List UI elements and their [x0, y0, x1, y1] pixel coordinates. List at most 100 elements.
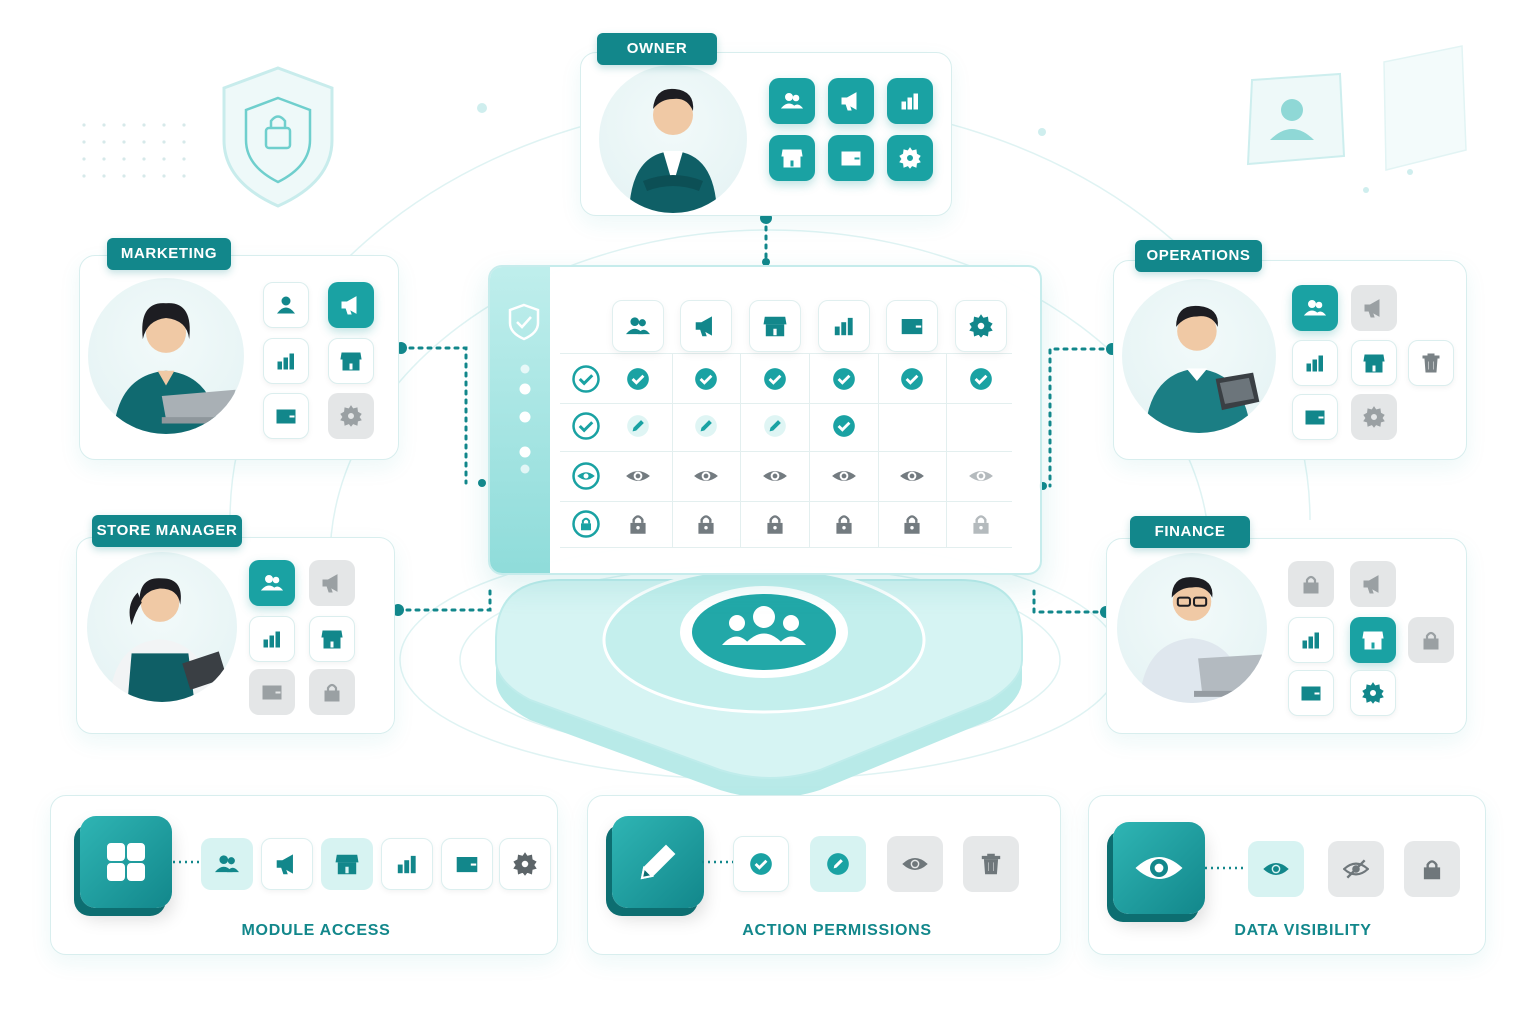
data-visibility-connector — [1205, 866, 1247, 870]
matrix-cell-lock-icon[interactable] — [757, 506, 793, 542]
matrix-cell-edit-icon[interactable] — [757, 408, 793, 444]
marketing-avatar — [88, 278, 244, 434]
finance-lock-icon[interactable] — [1288, 561, 1334, 607]
finance-wallet-icon[interactable] — [1288, 670, 1334, 716]
matrix-cell-view-icon[interactable] — [826, 458, 862, 494]
legend-users-icon[interactable] — [201, 838, 253, 890]
matrix-row-divider — [560, 451, 1012, 452]
matrix-cell-lock-icon[interactable] — [894, 506, 930, 542]
finance-avatar — [1117, 553, 1267, 703]
matrix-cell-view-icon[interactable] — [688, 458, 724, 494]
finance-bar-chart-icon[interactable] — [1288, 617, 1334, 663]
matrix-cell-check-icon[interactable] — [620, 361, 656, 397]
marketing-gear-icon[interactable] — [328, 393, 374, 439]
matrix-cell-edit-icon[interactable] — [620, 408, 656, 444]
matrix-cell-view-icon[interactable] — [894, 458, 930, 494]
legend-megaphone-icon[interactable] — [261, 838, 313, 890]
owner-megaphone-icon[interactable] — [828, 78, 874, 124]
central-platform — [495, 566, 1023, 798]
operations-megaphone-icon[interactable] — [1351, 285, 1397, 331]
store-manager-store-icon[interactable] — [309, 616, 355, 662]
store-manager-wallet-icon[interactable] — [249, 669, 295, 715]
legend-store-icon[interactable] — [321, 838, 373, 890]
marketing-card: MARKETING — [79, 238, 399, 460]
owner-card: OWNER — [580, 33, 952, 216]
operations-trash-icon[interactable] — [1408, 340, 1454, 386]
legend-bar-chart-icon[interactable] — [381, 838, 433, 890]
matrix-row-check-circle-icon — [568, 361, 604, 397]
owner-store-icon[interactable] — [769, 135, 815, 181]
matrix-cell-lock-icon[interactable] — [688, 506, 724, 542]
marketing-user-icon[interactable] — [263, 282, 309, 328]
legend-gear-icon[interactable] — [499, 838, 551, 890]
matrix-header-megaphone-icon[interactable] — [680, 300, 732, 352]
module-access-connector — [173, 860, 203, 864]
matrix-cell-view-icon[interactable] — [757, 458, 793, 494]
matrix-cell-check-icon[interactable] — [826, 408, 862, 444]
role-label-operations: OPERATIONS — [1135, 240, 1262, 272]
matrix-col-divider — [946, 353, 947, 547]
store-manager-users-icon[interactable] — [249, 560, 295, 606]
matrix-col-divider — [878, 353, 879, 547]
matrix-cell-lock-icon[interactable] — [620, 506, 656, 542]
legend-trash-icon[interactable] — [963, 836, 1019, 892]
owner-bar-chart-icon[interactable] — [887, 78, 933, 124]
pencil-cube-icon — [612, 816, 704, 908]
matrix-cell-check-icon[interactable] — [894, 361, 930, 397]
sidebar-shield-icon — [508, 303, 540, 474]
matrix-cell-check-icon[interactable] — [826, 361, 862, 397]
matrix-cell-none-icon — [894, 408, 930, 444]
matrix-cell-view-faded-icon[interactable] — [963, 458, 999, 494]
legend-lock-icon[interactable] — [1404, 841, 1460, 897]
matrix-cell-edit-icon[interactable] — [688, 408, 724, 444]
finance-lock-icon-2[interactable] — [1408, 617, 1454, 663]
store-manager-lock-icon[interactable] — [309, 669, 355, 715]
role-label-marketing: MARKETING — [107, 238, 231, 270]
marketing-bar-chart-icon[interactable] — [263, 338, 309, 384]
matrix-header-store-icon[interactable] — [749, 300, 801, 352]
role-label-store-manager: STORE MANAGER — [92, 515, 242, 547]
operations-store-icon[interactable] — [1351, 340, 1397, 386]
matrix-cell-none-icon — [963, 408, 999, 444]
legend-hidden-icon[interactable] — [1328, 841, 1384, 897]
marketing-wallet-icon[interactable] — [263, 393, 309, 439]
finance-gear-icon[interactable] — [1350, 670, 1396, 716]
store-manager-megaphone-icon[interactable] — [309, 560, 355, 606]
matrix-row-divider — [560, 547, 1012, 548]
operations-wallet-icon[interactable] — [1292, 394, 1338, 440]
matrix-cell-check-icon[interactable] — [688, 361, 724, 397]
user-tile-decoration-icon — [1246, 45, 1467, 171]
legend-view-icon[interactable] — [887, 836, 943, 892]
matrix-cell-view-icon[interactable] — [620, 458, 656, 494]
matrix-header-users-icon[interactable] — [612, 300, 664, 352]
store-manager-avatar — [87, 552, 237, 702]
action-permissions-label: ACTION PERMISSIONS — [742, 922, 932, 939]
operations-bar-chart-icon[interactable] — [1292, 340, 1338, 386]
owner-wallet-icon[interactable] — [828, 135, 874, 181]
data-visibility-label: DATA VISIBILITY — [1234, 922, 1372, 939]
matrix-header-bar-chart-icon[interactable] — [818, 300, 870, 352]
matrix-cell-lock-icon[interactable] — [826, 506, 862, 542]
marketing-store-icon[interactable] — [328, 338, 374, 384]
operations-avatar — [1122, 279, 1276, 433]
store-manager-bar-chart-icon[interactable] — [249, 616, 295, 662]
finance-megaphone-icon[interactable] — [1350, 561, 1396, 607]
matrix-cell-lock-faded-icon[interactable] — [963, 506, 999, 542]
owner-gear-icon[interactable] — [887, 135, 933, 181]
legend-wallet-icon[interactable] — [441, 838, 493, 890]
operations-gear-icon[interactable] — [1351, 394, 1397, 440]
operations-users-icon[interactable] — [1292, 285, 1338, 331]
legend-edit-icon[interactable] — [810, 836, 866, 892]
matrix-cell-check-icon[interactable] — [963, 361, 999, 397]
matrix-row-eye-icon — [568, 458, 604, 494]
matrix-header-gear-icon[interactable] — [955, 300, 1007, 352]
owner-users-icon[interactable] — [769, 78, 815, 124]
finance-store-icon[interactable] — [1350, 617, 1396, 663]
matrix-cell-check-icon[interactable] — [757, 361, 793, 397]
legend-check-icon[interactable] — [733, 836, 789, 892]
legend-visible-icon[interactable] — [1248, 841, 1304, 897]
marketing-megaphone-icon[interactable] — [328, 282, 374, 328]
matrix-header-wallet-icon[interactable] — [886, 300, 938, 352]
store-manager-card: STORE MANAGER — [76, 515, 395, 734]
